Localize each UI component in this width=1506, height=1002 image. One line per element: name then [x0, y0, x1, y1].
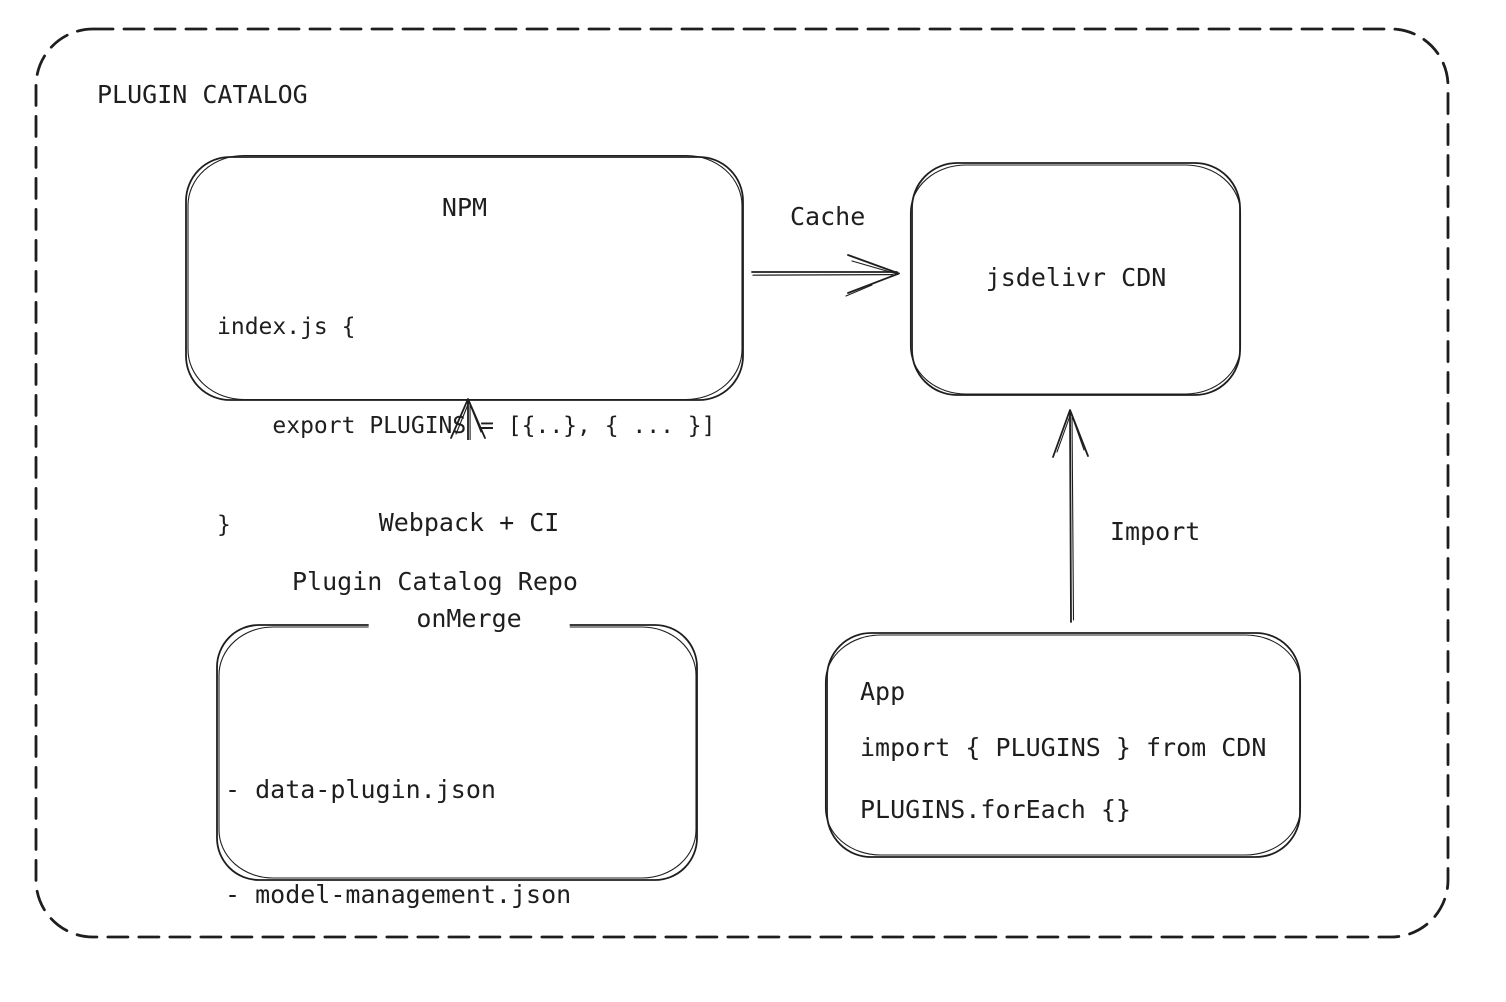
- app-box: [824, 632, 1302, 858]
- npm-code-line: index.js {: [217, 314, 356, 340]
- repo-title: Plugin Catalog Repo: [292, 567, 578, 596]
- cdn-box: [909, 162, 1242, 396]
- app-code-line: PLUGINS.forEach {}: [860, 795, 1131, 824]
- repo-file-item: - model-management.json: [225, 880, 572, 909]
- cache-arrow-label: Cache: [790, 202, 866, 231]
- cache-arrow: [751, 254, 900, 297]
- build-arrow-label-line: Webpack + CI: [378, 508, 560, 537]
- npm-box-title: NPM: [441, 193, 488, 222]
- cdn-box-label: jsdelivr CDN: [985, 263, 1167, 292]
- npm-code-block: index.js { export PLUGINS = [{..}, { ...…: [217, 245, 716, 608]
- repo-file-list: - data-plugin.json - model-management.js…: [225, 702, 571, 1002]
- plugin-catalog-frame: [34, 27, 1450, 939]
- build-arrow-label: Webpack + CI onMerge: [368, 440, 570, 702]
- app-box-title: App: [860, 677, 906, 706]
- repo-file-item: - data-plugin.json: [225, 775, 496, 804]
- import-arrow: [1052, 409, 1089, 623]
- npm-code-line: }: [217, 512, 231, 538]
- import-arrow-label: Import: [1110, 517, 1201, 546]
- npm-code-line: export PLUGINS = [{..}, { ... }]: [217, 413, 716, 439]
- npm-box: [185, 154, 744, 401]
- app-code-line: import { PLUGINS } from CDN: [860, 733, 1267, 762]
- frame-title: PLUGIN CATALOG: [97, 80, 308, 109]
- build-arrow-label-line: onMerge: [416, 604, 522, 633]
- repo-file-item: ...: [225, 985, 271, 1002]
- repo-box: [216, 624, 698, 881]
